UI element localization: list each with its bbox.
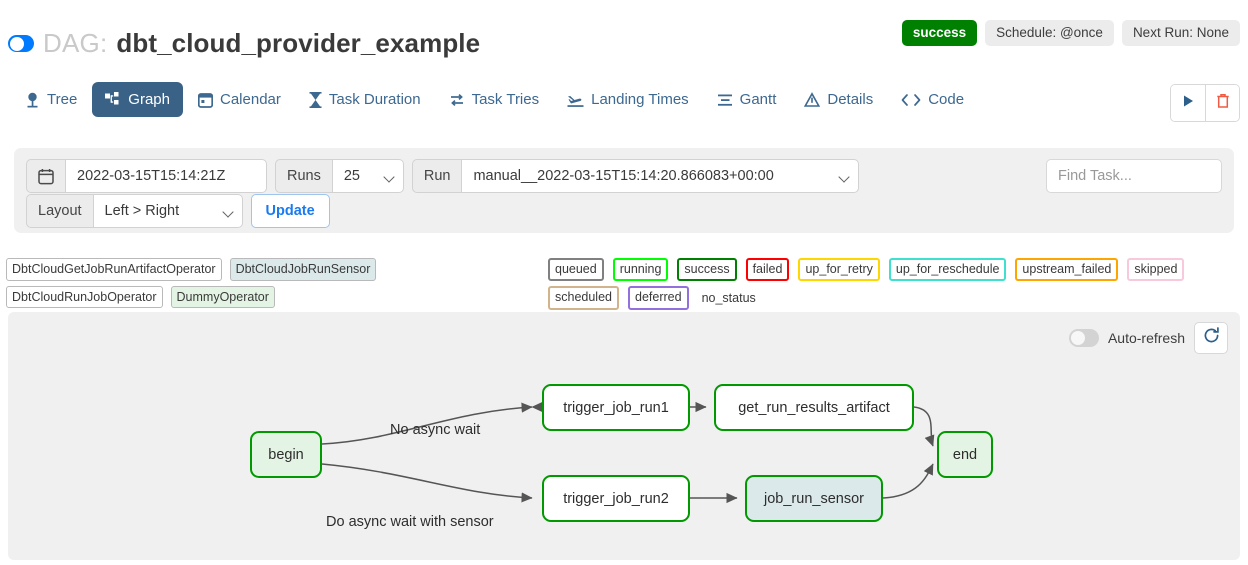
tab-code[interactable]: Code (888, 82, 977, 117)
layout-select[interactable]: Left > Right (92, 194, 243, 228)
runs-group: Runs 25 (275, 159, 404, 193)
graph-node[interactable]: begin (250, 431, 322, 478)
next-run-badge: Next Run: None (1121, 20, 1240, 46)
run-select[interactable]: manual__2022-03-15T15:14:20.866083+00:00 (461, 159, 860, 193)
graph-edges (321, 401, 935, 504)
tab-task-duration[interactable]: Task Duration (296, 82, 434, 117)
tree-icon (25, 92, 40, 108)
state-legend: queued running success failed up_for_retry up… (548, 258, 1248, 310)
auto-refresh-toggle[interactable] (1068, 329, 1099, 347)
filter-panel: 2022-03-15T15:14:21Z Runs 25 Run manual_… (14, 148, 1234, 233)
tab-bar: Tree Graph Calendar Task Duration (0, 82, 1248, 130)
find-task-input[interactable]: Find Task... (1046, 159, 1222, 193)
run-label: Run (411, 159, 462, 193)
tab-calendar[interactable]: Calendar (185, 82, 294, 117)
tab-label: Gantt (739, 91, 777, 108)
filter-row-layout: Layout Left > Right Update (26, 194, 330, 228)
graph-icon (105, 91, 121, 108)
gantt-icon (717, 92, 733, 108)
dag-graph: begin trigger_job_run1 get_run_results_art… (8, 312, 1240, 560)
state-chip[interactable]: running (612, 258, 669, 281)
operator-chip[interactable]: DbtCloudRunJobOperator (6, 285, 163, 308)
state-chip[interactable]: queued (548, 258, 604, 281)
graph-node[interactable]: get_run_results_artifact (714, 384, 914, 431)
tab-label: Calendar (220, 91, 281, 108)
tab-graph[interactable]: Graph (92, 82, 183, 117)
dag-prefix-label: DAG: (43, 28, 108, 58)
runs-label: Runs (275, 159, 332, 193)
state-chip[interactable]: up_for_reschedule (888, 258, 1007, 281)
auto-refresh-label: Auto-refresh (1107, 330, 1185, 346)
state-chip[interactable]: upstream_failed (1015, 258, 1119, 281)
dag-action-buttons (1170, 84, 1240, 122)
run-group: Run manual__2022-03-15T15:14:20.866083+0… (411, 159, 860, 193)
tab-label: Details (827, 91, 874, 108)
graph-canvas: Auto-refresh (8, 312, 1240, 560)
tab-details[interactable]: Details (791, 82, 886, 117)
state-chip[interactable]: skipped (1127, 258, 1185, 281)
tab-task-tries[interactable]: Task Tries (436, 82, 553, 117)
tab-gantt[interactable]: Gantt (704, 82, 790, 117)
warning-triangle-icon (804, 91, 821, 108)
graph-node[interactable]: trigger_job_run2 (542, 475, 690, 522)
state-chip[interactable]: no_status (701, 290, 756, 305)
page-header: DAG: dbt_cloud_provider_example success … (0, 0, 1248, 70)
state-chip[interactable]: success (677, 258, 737, 281)
retry-icon (449, 92, 465, 108)
layout-label: Layout (26, 194, 93, 228)
trash-icon (1216, 93, 1230, 114)
tab-label: Task Duration (328, 91, 421, 108)
refresh-button[interactable] (1194, 322, 1228, 354)
update-button[interactable]: Update (250, 194, 330, 228)
tab-landing-times[interactable]: Landing Times (554, 82, 702, 117)
page-title: dbt_cloud_provider_example (116, 28, 481, 58)
filter-row-primary: 2022-03-15T15:14:21Z Runs 25 Run manual_… (26, 159, 860, 193)
base-date-group: 2022-03-15T15:14:21Z (26, 159, 267, 193)
tab-list: Tree Graph Calendar Task Duration (12, 82, 977, 117)
calendar-icon (198, 92, 213, 108)
play-icon (1182, 94, 1195, 113)
status-badge: success (901, 20, 978, 46)
state-chip[interactable]: scheduled (548, 285, 619, 310)
tab-label: Code (928, 91, 965, 108)
tab-label: Graph (128, 91, 170, 108)
operator-chip[interactable]: DbtCloudGetJobRunArtifactOperator (6, 258, 222, 281)
tab-label: Landing Times (591, 91, 689, 108)
refresh-icon (1203, 327, 1220, 349)
tab-tree[interactable]: Tree (12, 82, 90, 117)
refresh-controls: Auto-refresh (1068, 322, 1228, 354)
dag-pause-toggle[interactable] (8, 35, 34, 52)
operator-chip[interactable]: DummyOperator (170, 285, 275, 308)
header-badges: success Schedule: @once Next Run: None (901, 20, 1240, 46)
tab-label: Task Tries (471, 91, 540, 108)
delete-dag-button[interactable] (1205, 85, 1239, 121)
schedule-badge[interactable]: Schedule: @once (985, 20, 1114, 46)
state-chip[interactable]: failed (745, 258, 790, 281)
base-date-input[interactable]: 2022-03-15T15:14:21Z (65, 159, 267, 193)
trigger-dag-button[interactable] (1171, 85, 1205, 121)
code-brackets-icon (901, 93, 921, 107)
dag-title-row: DAG: dbt_cloud_provider_example (8, 28, 480, 59)
plane-landing-icon (567, 92, 584, 108)
hourglass-icon (309, 91, 322, 108)
state-chip[interactable]: deferred (628, 285, 689, 310)
state-chip[interactable]: up_for_retry (798, 258, 880, 281)
graph-node[interactable]: job_run_sensor (745, 475, 883, 522)
tab-label: Tree (47, 91, 78, 108)
graph-node[interactable]: trigger_job_run1 (542, 384, 690, 431)
operator-chip[interactable]: DbtCloudJobRunSensor (229, 258, 377, 281)
layout-group: Layout Left > Right (26, 194, 243, 228)
graph-node[interactable]: end (937, 431, 993, 478)
calendar-icon (26, 159, 65, 193)
runs-select[interactable]: 25 (331, 159, 404, 193)
